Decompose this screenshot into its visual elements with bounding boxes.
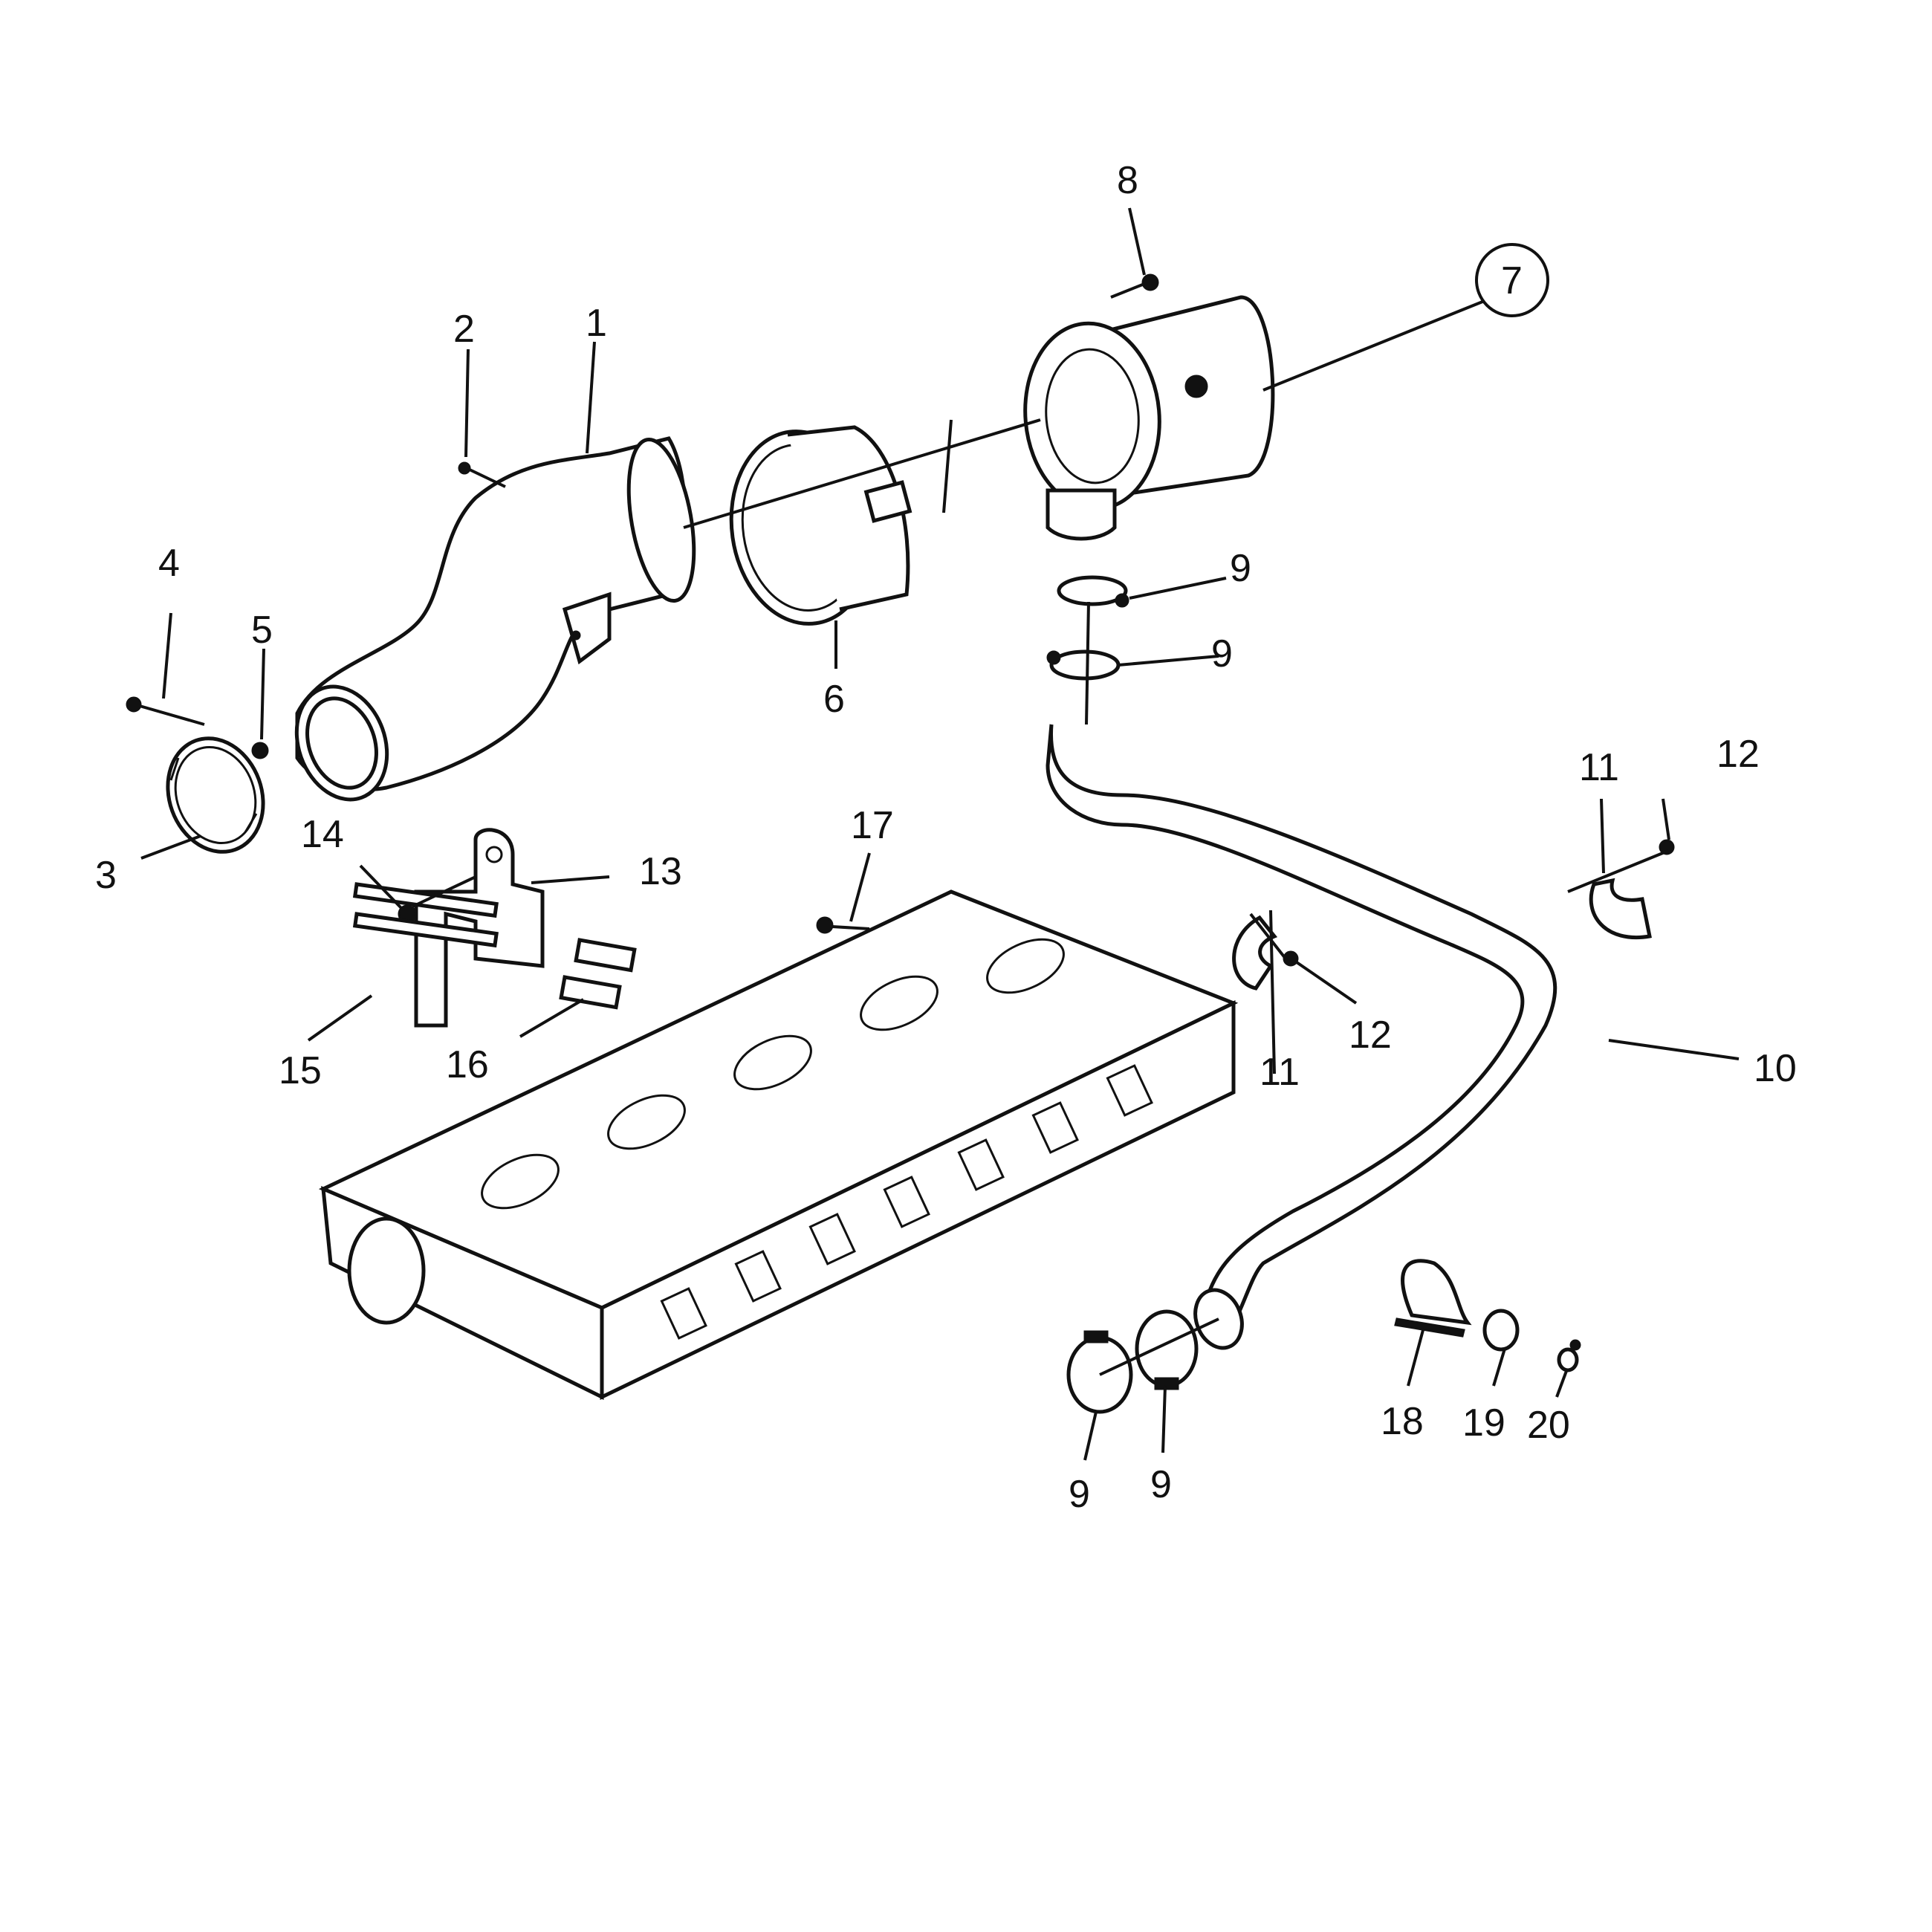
- callout-17: 17: [851, 804, 894, 847]
- part-16-spacers: [559, 938, 637, 1010]
- callout-8: 8: [1117, 159, 1138, 202]
- callout-10: 10: [1754, 1047, 1797, 1090]
- callout-4: 4: [158, 542, 180, 585]
- callout-12a: 12: [1717, 733, 1760, 776]
- part-9-hose-clamp-upper: [1057, 575, 1129, 608]
- callout-3: 3: [95, 854, 117, 897]
- callout-1: 1: [586, 302, 607, 345]
- part-7-filter-housing: [1023, 295, 1275, 541]
- callout-11b: 11: [1260, 1051, 1300, 1094]
- callout-12b: 12: [1349, 1014, 1392, 1057]
- head-ports: [660, 1064, 1153, 1340]
- head-deck-openings: [481, 938, 1065, 1210]
- part-13-bracket: [414, 828, 545, 1028]
- leader-lines: [140, 207, 1740, 1461]
- callout-6: 6: [823, 678, 845, 721]
- part-19-ring-clamp: [1482, 1309, 1520, 1352]
- part-11-clip-middle: [1232, 915, 1278, 991]
- part-9-hose-clamp-lower-left: [1066, 1330, 1133, 1414]
- callout-7-circle: [1475, 243, 1549, 317]
- callout-19: 19: [1462, 1401, 1505, 1445]
- part-11-clip-right: [1589, 878, 1652, 939]
- callout-7: 7: [1501, 259, 1523, 302]
- callout-9a: 9: [1230, 547, 1251, 590]
- part-17-screw: [816, 916, 870, 934]
- callout-9b: 9: [1211, 632, 1233, 675]
- callout-11a: 11: [1579, 746, 1619, 789]
- part-2-screw: [458, 461, 506, 488]
- callout-15: 15: [279, 1049, 322, 1092]
- part-20-small-clip: [1557, 1339, 1581, 1372]
- part-1-intake-elbow: [294, 436, 696, 802]
- callout-9c: 9: [1069, 1473, 1090, 1516]
- callout-18: 18: [1381, 1400, 1424, 1443]
- part-5-nut: [251, 742, 269, 759]
- part-18-strap: [1394, 1259, 1472, 1338]
- part-8-screw: [1110, 273, 1159, 299]
- part-9-hose-clamp-upper-2: [1046, 649, 1121, 681]
- part-12-nut-middle: [1283, 950, 1299, 967]
- callout-labels: 1 2 3 4 5 6 7 8 9 9 9 9 10 11 11 12 12 1…: [95, 159, 1797, 1516]
- callout-2: 2: [453, 308, 475, 351]
- callout-5: 5: [251, 609, 273, 652]
- callout-9d: 9: [1150, 1463, 1172, 1506]
- callout-16: 16: [446, 1043, 489, 1086]
- part-3-clamp-ring: [166, 736, 265, 854]
- cylinder-head: [318, 889, 1239, 1401]
- part-4-bolt: [126, 696, 205, 726]
- callout-20: 20: [1527, 1404, 1570, 1447]
- part-12-nut-right: [1659, 839, 1675, 855]
- part-9-hose-clamp-lower-right: [1135, 1309, 1199, 1390]
- callout-14: 14: [301, 813, 344, 856]
- part-6-sleeve: [729, 425, 912, 626]
- callout-13: 13: [639, 850, 682, 893]
- part-10-hose: [1046, 724, 1557, 1350]
